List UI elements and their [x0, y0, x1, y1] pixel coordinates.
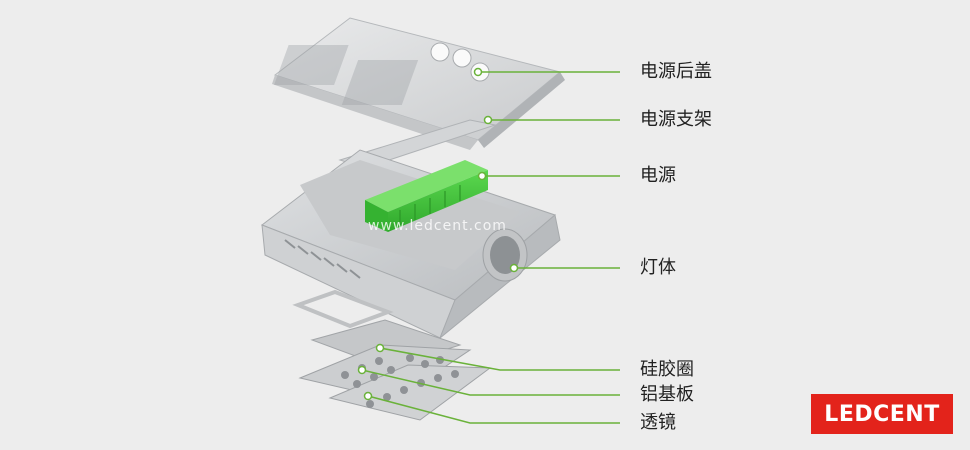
- label-power-supply: 电源: [640, 165, 676, 186]
- leader-dot: [375, 343, 385, 353]
- label-lens: 透镜: [640, 412, 676, 433]
- leader-dot: [509, 263, 519, 273]
- leader-line-aluminum-board: [361, 369, 620, 396]
- leader-dot: [483, 115, 493, 125]
- power-supply-part: [365, 160, 488, 232]
- label-power-cover: 电源后盖: [640, 61, 712, 82]
- leader-dot: [473, 67, 483, 77]
- leader-line-silicone-ring: [379, 347, 620, 371]
- silicone-ring-part: [292, 289, 394, 329]
- leader-line-lens: [367, 395, 620, 424]
- power-cover-part: [272, 17, 565, 150]
- brand-logo-background: [811, 394, 953, 434]
- lens-panels: [298, 344, 492, 421]
- label-silicone-ring: 硅胶圈: [640, 359, 694, 380]
- leader-dot: [363, 391, 373, 401]
- label-aluminum-board: 铝基板: [640, 384, 694, 405]
- watermark: www.ledcent.com: [368, 218, 507, 234]
- brand-logo: LEDCENT: [824, 401, 940, 427]
- label-power-bracket: 电源支架: [640, 109, 712, 130]
- leader-lines: [361, 71, 620, 424]
- leader-dot: [357, 365, 367, 375]
- label-lamp-body: 灯体: [640, 257, 676, 278]
- leader-dot: [477, 171, 487, 181]
